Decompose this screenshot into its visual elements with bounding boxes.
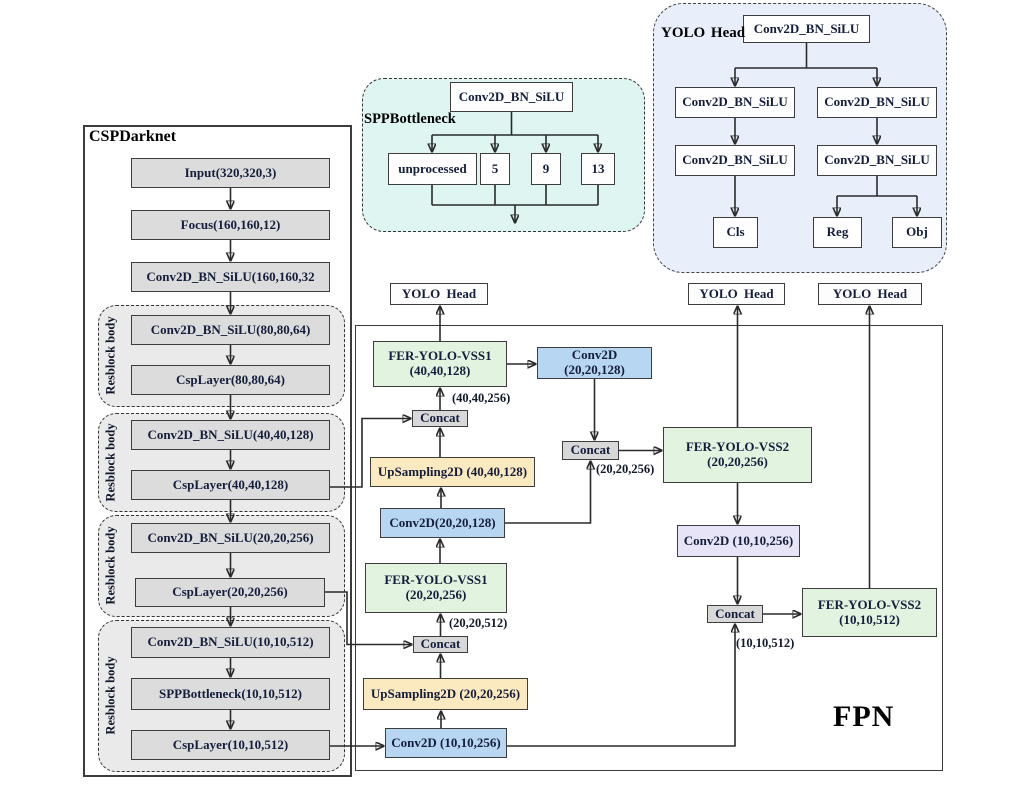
backbone-title: CSPDarknet — [89, 128, 177, 145]
fpn-conv-p5: Conv2D (10,10,256) — [385, 728, 507, 758]
node-label: FER-YOLO-VSS1 — [388, 348, 492, 364]
head-conv-left-2: Conv2D_BN_SiLU — [675, 145, 795, 176]
fpn-title: FPN — [833, 700, 895, 733]
node-conv-10: Conv2D_BN_SiLU(10,10,512) — [131, 627, 330, 658]
resblock-label-3: Resblock body — [103, 526, 118, 605]
head-conv-top: Conv2D_BN_SiLU — [743, 15, 870, 43]
head-reg-node: Reg — [813, 217, 862, 248]
node-csplayer-20: CspLayer(20,20,256) — [135, 578, 325, 607]
edge-label-p3-concat: (20,20,512) — [449, 616, 508, 630]
fpn-conv-mid: Conv2D (10,10,256) — [677, 525, 800, 557]
node-label: FER-YOLO-VSS2 — [817, 596, 922, 612]
node-dim: (20,20,256) — [707, 454, 768, 469]
fpn-conv-p3: Conv2D(20,20,128) — [380, 508, 505, 538]
node-dim: (20,20,256) — [405, 587, 467, 602]
node-label: FER-YOLO-VSS2 — [685, 439, 790, 455]
fpn-upsample-p3: UpSampling2D (20,20,256) — [363, 678, 528, 710]
head-conv-right-1: Conv2D_BN_SiLU — [817, 87, 937, 118]
node-conv-20: Conv2D_BN_SiLU(20,20,256) — [131, 523, 330, 553]
node-conv-80: Conv2D_BN_SiLU(80,80,64) — [131, 315, 330, 345]
node-label: FER-YOLO-VSS1 — [384, 572, 488, 588]
yolo-head-output-3: YOLO Head — [818, 283, 922, 305]
node-label: Conv2D — [571, 347, 618, 363]
spp-branch-13: 13 — [581, 153, 615, 185]
yolo-head-title: YOLO Head — [661, 25, 746, 41]
fpn-vss2-p3: FER-YOLO-VSS2(20,20,256) — [663, 427, 812, 483]
fpn-concat-p4: Concat — [412, 410, 468, 427]
head-cls-node: Cls — [713, 217, 758, 248]
edge-label-p4-concat: (40,40,256) — [452, 391, 511, 405]
node-sppbottleneck: SPPBottleneck(10,10,512) — [131, 678, 330, 710]
fpn-vss1-p4: FER-YOLO-VSS1(40,40,128) — [373, 341, 507, 387]
edge-label-p5-concat: (10,10,512) — [736, 636, 795, 650]
edge — [507, 625, 735, 747]
node-csplayer-10: CspLayer(10,10,512) — [131, 730, 330, 760]
node-conv-40: Conv2D_BN_SiLU(40,40,128) — [131, 420, 330, 450]
edge — [330, 419, 410, 488]
spp-branch-5: 5 — [480, 153, 510, 185]
head-conv-right-2: Conv2D_BN_SiLU — [817, 145, 937, 176]
spp-branch-unprocessed: unprocessed — [388, 153, 477, 185]
spp-conv-node: Conv2D_BN_SiLU — [450, 82, 573, 112]
resblock-label-2: Resblock body — [103, 423, 118, 502]
fpn-concat-p5: Concat — [707, 605, 763, 623]
fpn-vss2-p5: FER-YOLO-VSS2(10,10,512) — [802, 588, 937, 637]
node-conv-stem: Conv2D_BN_SiLU(160,160,32 — [131, 262, 330, 292]
resblock-label-1: Resblock body — [103, 316, 118, 395]
edge — [505, 462, 591, 524]
head-obj-node: Obj — [892, 217, 942, 248]
node-dim: (10,10,512) — [839, 611, 900, 627]
fpn-upsample-p4: UpSampling2D (40,40,128) — [370, 457, 535, 487]
node-input: Input(320,320,3) — [131, 158, 330, 188]
yolo-head-output-1: YOLO Head — [390, 283, 488, 305]
fpn-conv-p4-out: Conv2D(20,20,128) — [537, 347, 652, 379]
node-focus: Focus(160,160,12) — [131, 210, 330, 240]
fpn-concat-p3: Concat — [413, 636, 468, 653]
node-csplayer-40: CspLayer(40,40,128) — [131, 470, 330, 500]
edge — [325, 591, 411, 645]
edge-label-mid-concat: (20,20,256) — [596, 462, 655, 476]
node-dim: (20,20,128) — [564, 362, 625, 377]
node-dim: (40,40,128) — [409, 363, 471, 378]
resblock-label-4: Resblock body — [103, 656, 118, 735]
node-csplayer-80: CspLayer(80,80,64) — [131, 365, 330, 395]
spp-branch-9: 9 — [531, 153, 561, 185]
head-conv-left-1: Conv2D_BN_SiLU — [675, 87, 795, 118]
spp-title: SPPBottleneck — [364, 111, 456, 127]
yolo-head-output-2: YOLO Head — [688, 283, 785, 305]
fpn-concat-mid: Concat — [562, 441, 619, 460]
fpn-vss1-p3: FER-YOLO-VSS1(20,20,256) — [365, 563, 507, 613]
